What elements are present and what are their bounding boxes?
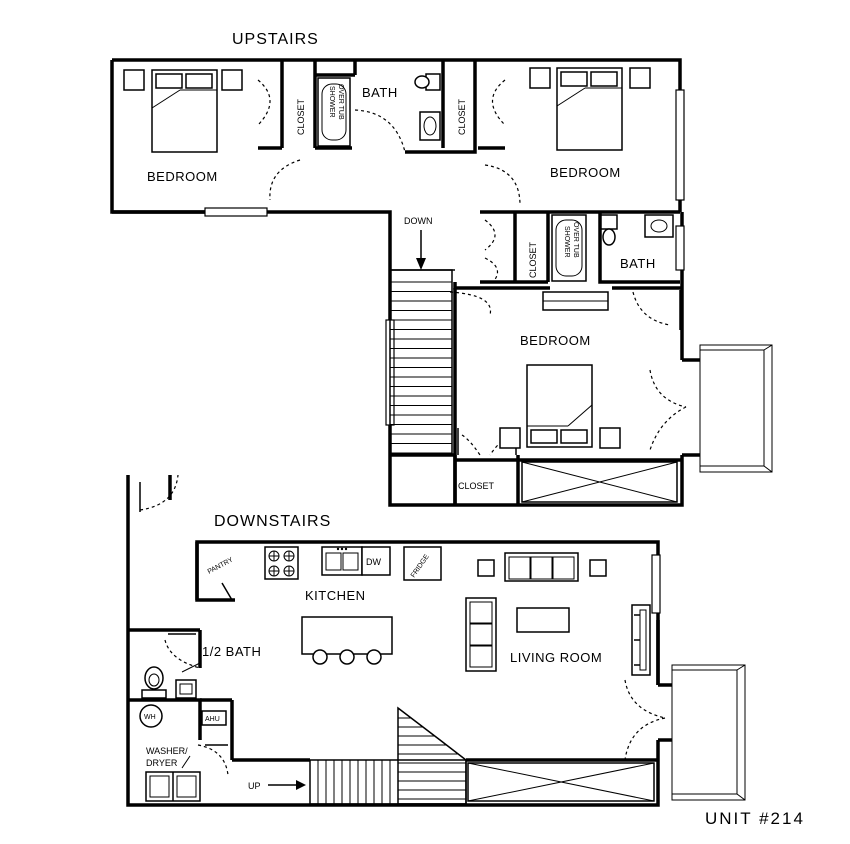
tv-console-icon [631,604,651,676]
window [675,225,685,271]
svg-text:SHOWER: SHOWER [328,86,335,118]
svg-text:OVER TUB: OVER TUB [337,84,344,120]
dishwasher-icon [361,546,391,576]
window [204,207,268,217]
nightstand-icon [123,69,145,91]
room-label-closet-4: CLOSET [458,481,495,491]
room-label-bath-right: BATH [620,256,656,271]
sofa-icon [504,552,579,582]
nightstand-icon [499,427,521,449]
side-table-icon [477,559,495,577]
kitchen-island [301,616,393,655]
bed-icon [526,364,593,448]
nightstand-icon [529,67,551,89]
sink-icon [419,111,441,141]
room-label-washer: WASHER/ [146,746,188,756]
ahu-label: AHU [205,716,220,723]
bed-icon [151,69,218,153]
loveseat-icon [465,597,497,672]
washer-dryer-icon [145,771,201,802]
svg-text:OVER TUB: OVER TUB [572,222,579,258]
wh-label: WH [144,714,156,721]
water-heater-icon [139,704,163,728]
room-label-closet-1: CLOSET [296,98,306,135]
room-label-bath-top: BATH [362,85,398,100]
stove-icon [264,546,299,580]
storage-box [521,461,678,503]
side-table-icon [589,559,607,577]
stool-icon [366,649,382,665]
room-label-bedroom-master: BEDROOM [520,333,591,348]
bathtub-icon [551,214,587,282]
svg-text:SHOWER: SHOWER [563,226,570,258]
room-label-living-room: LIVING ROOM [510,650,602,665]
upstairs-plan: DOWN [110,31,773,507]
room-label-closet-3: CLOSET [528,241,538,278]
window [675,89,685,201]
upstairs-heading: UPSTAIRS [232,31,319,48]
bathtub-icon [317,77,351,147]
stairs-down-label: DOWN [404,216,433,226]
unit-label: UNIT #214 [705,809,805,828]
stool-icon [339,649,355,665]
nightstand-icon [221,69,243,91]
kitchen-sink-icon [321,546,363,576]
room-label-half-bath: 1/2 BATH [202,644,261,659]
downstairs-balcony [671,664,746,801]
storage-box [467,762,655,802]
downstairs-stairs [309,706,467,805]
sink-icon [175,679,197,699]
nightstand-icon [599,427,621,449]
room-label-dryer: DRYER [146,758,178,768]
stairs-up-label: UP [248,781,261,791]
coffee-table-icon [516,607,570,633]
fridge-icon [403,546,442,581]
downstairs-plan: DW FRIDGE PANTRY [126,474,746,807]
downstairs-heading: DOWNSTAIRS [214,513,331,530]
stool-icon [312,649,328,665]
room-label-kitchen: KITCHEN [305,588,366,603]
toilet-icon [414,73,441,91]
sink-icon [644,214,674,238]
window [651,554,661,614]
room-label-bedroom-left: BEDROOM [147,169,218,184]
bed-icon [556,67,623,151]
toilet-icon [600,214,618,246]
ahu-icon [201,710,227,726]
dw-label: DW [366,557,381,567]
nightstand-icon [629,67,651,89]
room-label-closet-2: CLOSET [457,98,467,135]
upstairs-stairs [389,269,453,456]
room-label-bedroom-right: BEDROOM [550,165,621,180]
toilet-icon [141,666,167,699]
pantry-label: PANTRY [207,556,235,575]
upstairs-balcony [699,344,773,473]
